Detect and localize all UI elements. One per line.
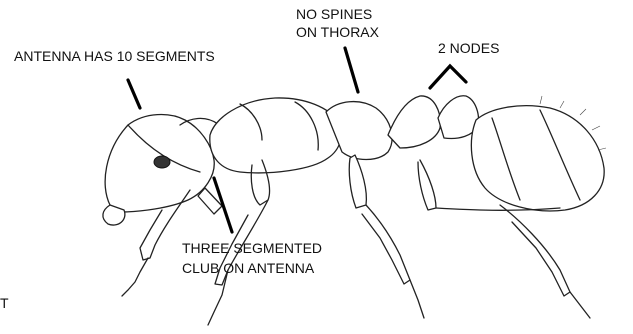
label-no-spines-line2: ON THORAX — [296, 24, 379, 41]
pointer-antenna-segments — [128, 80, 140, 108]
ant-thorax — [210, 98, 392, 173]
waist-nodes — [388, 96, 479, 148]
compound-eye — [154, 156, 170, 168]
pointer-two-nodes — [430, 66, 466, 88]
label-no-spines-line1: NO SPINES — [296, 6, 372, 23]
pointer-no-spines — [345, 48, 358, 92]
pointer-club — [214, 178, 232, 232]
ant-head — [103, 115, 214, 226]
label-club-line1: THREE SEGMENTED — [182, 240, 322, 257]
ant-gaster — [471, 96, 606, 211]
label-corner-letter: T — [0, 295, 9, 312]
label-antenna-segments: ANTENNA HAS 10 SEGMENTS — [14, 48, 215, 65]
label-two-nodes: 2 NODES — [438, 40, 499, 57]
label-club-line2: CLUB ON ANTENNA — [182, 260, 314, 277]
